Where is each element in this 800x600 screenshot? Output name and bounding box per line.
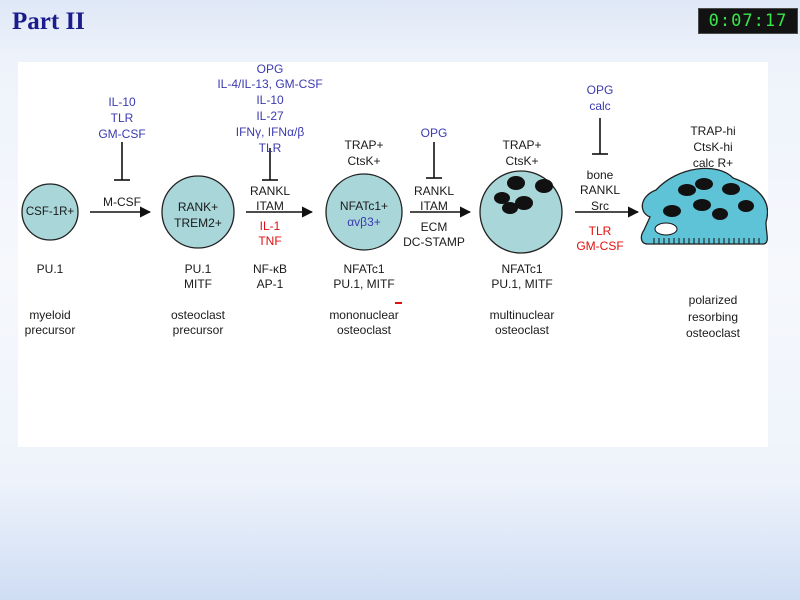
stage4-above-2: CtsK+ [505,154,539,168]
stage3-cell-label-1: NFATc1+ [339,199,389,213]
stage5-name-3: osteoclast [685,326,741,340]
inhibition-lines [114,118,608,181]
t4-inhibitor-1: OPG [586,83,614,97]
stage2-factor-2: MITF [184,277,212,291]
stage3-above-2: CtsK+ [347,154,381,168]
t1-arrow-label: M-CSF [103,195,141,209]
cell-osteoclast-precursor [161,175,235,249]
t2-inhibitor-5: IFNγ, IFNα/β [235,125,305,139]
stage2-name-2: precursor [172,323,224,337]
diagram-graphics [21,118,768,304]
stage3-factor-1: NFATc1 [343,262,385,276]
t2-above-1: RANKL [249,184,290,198]
t2-signal-1: NF-κB [253,262,287,276]
stage3-factor-2: PU.1, MITF [333,277,395,291]
t4-below-2: GM-CSF [576,239,624,253]
t4-above-2: RANKL [579,183,620,197]
t2-inhibitor-6: TLR [258,141,282,155]
t3-below-1: ECM [420,220,448,234]
t3-above-2: ITAM [420,199,448,213]
t2-inhibitor-3: IL-10 [256,93,284,107]
stage2-name-1: osteoclast [170,308,226,322]
t2-below-2: TNF [258,234,282,248]
stage2-cell-label-1: RANK+ [177,200,219,214]
t1-inhibitor-3: GM-CSF [98,127,146,141]
cell-mononuclear-osteoclast [325,173,403,251]
polarized-nuclei [663,178,754,220]
t2-above-2: ITAM [256,199,284,213]
stage4-name-2: osteoclast [494,323,550,337]
stage2-cell-label-2: TREM2+ [174,216,222,230]
stage1-factor: PU.1 [36,262,64,276]
timer-display: 0:07:17 [698,8,798,34]
stage4-factor-2: PU.1, MITF [491,277,553,291]
t2-below-1: IL-1 [259,219,281,233]
stage1-name-1: myeloid [29,308,71,322]
stage2-factor-1: PU.1 [184,262,212,276]
stage4-above-1: TRAP+ [502,138,542,152]
slide-title: Part II [12,8,85,35]
t2-inhibitor-4: IL-27 [256,109,284,123]
t1-inhibitor-1: IL-10 [108,95,136,109]
stage5-above-2: CtsK-hi [693,140,733,154]
t4-below-1: TLR [588,224,612,238]
diagram-panel: CSF-1R+ PU.1 myeloid precursor IL-10 TLR… [18,62,768,447]
stage1-cell-label: CSF-1R+ [25,206,75,218]
stage3-name-2: osteoclast [336,323,392,337]
stage3-above-1: TRAP+ [344,138,384,152]
stage3-name-1: mononuclear [329,308,399,322]
t4-inhibitor-2: calc [589,99,611,113]
cell-myeloid-precursor [21,183,79,241]
stage5-name-2: resorbing [687,310,739,324]
stage4-name-1: multinuclear [489,308,555,322]
stage4-factor-1: NFATc1 [501,262,543,276]
t2-signal-2: AP-1 [256,277,284,291]
t4-above-1: bone [586,168,614,182]
stage5-above-3: calc R+ [692,156,734,170]
ruffled-border [653,238,760,244]
t3-below-2: DC-STAMP [403,235,465,249]
t3-inhibitor-1: OPG [420,126,448,140]
stage5-name-1: polarized [688,293,738,307]
t2-inhibitor-1: OPG [256,62,284,76]
multinuclear-nuclei [494,176,553,214]
vacuole [654,222,678,236]
t3-above-1: RANKL [413,184,454,198]
t2-inhibitor-2: IL-4/IL-13, GM-CSF [217,77,323,91]
stage1-name-2: precursor [24,323,76,337]
stage3-cell-label-2: αvβ3+ [347,215,381,229]
t1-inhibitor-2: TLR [110,111,134,125]
stage5-above-1: TRAP-hi [690,124,736,138]
t4-above-3: Src [591,199,609,213]
red-mark [395,302,402,304]
